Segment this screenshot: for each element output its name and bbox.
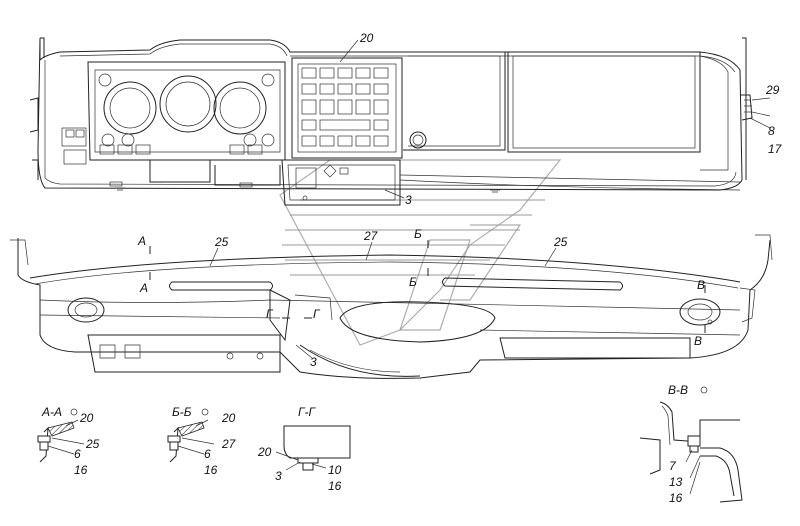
part-label: 16: [74, 463, 88, 477]
view-circle-icon: [700, 386, 708, 394]
callout-label: 3: [405, 193, 412, 207]
section-mark-b-top: Б: [414, 227, 422, 241]
callout-3-top: 3: [384, 189, 412, 207]
part-label: 20: [257, 445, 272, 459]
callout-label: 27: [363, 229, 379, 243]
part-label: 10: [328, 463, 342, 477]
detail-section-bb: Б-Б 20 27 6 16: [167, 405, 237, 477]
detail-section-aa: А-А 20 25 6 16: [37, 405, 100, 477]
section-mark-b-bottom: Б: [409, 275, 417, 289]
callout-label: 20: [359, 31, 374, 45]
part-label: 16: [328, 479, 342, 493]
watermark-logo: [279, 159, 562, 346]
section-mark-a-bottom: А: [139, 281, 148, 295]
section-mark-a-top: А: [137, 234, 146, 248]
view-circle-icon: [70, 408, 78, 416]
part-label: 20: [221, 411, 236, 425]
callout-25-left: 25: [209, 235, 229, 267]
detail-title: А-А: [41, 405, 62, 419]
dashboard-front-view: [29, 37, 771, 206]
part-label: 16: [204, 463, 218, 477]
callout-3-mid: 3: [295, 344, 317, 369]
part-label: 6: [74, 447, 81, 461]
callout-27: 27: [363, 229, 379, 261]
part-label: 20: [79, 411, 94, 425]
detail-title: Г-Г: [298, 405, 317, 419]
part-label: 13: [669, 475, 683, 489]
detail-title: В-В: [668, 383, 688, 397]
callout-label: 25: [214, 235, 229, 249]
callout-25-right: 25: [544, 235, 568, 267]
part-label: 16: [669, 491, 683, 505]
callout-label: 3: [310, 355, 317, 369]
callout-label: 29: [765, 83, 780, 97]
callout-label: 25: [553, 235, 568, 249]
part-label: 6: [204, 447, 211, 461]
dashboard-top-view: [10, 234, 773, 379]
section-mark-g-right: Г: [313, 307, 321, 321]
section-mark-v-top: В: [697, 278, 705, 292]
detail-section-vv: В-В 7 13 16: [639, 383, 743, 505]
detail-section-gg: Г-Г 20 10 3 16: [257, 405, 351, 493]
detail-title: Б-Б: [172, 405, 192, 419]
section-mark-g-left: Г: [266, 307, 274, 321]
callout-label: 8: [768, 124, 775, 138]
part-label: 27: [221, 437, 237, 451]
callout-17-right: 17: [768, 142, 783, 156]
callout-29-right: 29: [765, 83, 780, 97]
callout-8-right: 8: [768, 124, 775, 138]
part-label: 25: [85, 437, 100, 451]
part-label: 7: [669, 459, 677, 473]
view-circle-icon: [201, 408, 209, 416]
part-label: 3: [275, 469, 282, 483]
section-mark-v-bottom: В: [694, 334, 702, 348]
callout-20-top: 20: [339, 31, 374, 63]
callout-label: 17: [768, 142, 783, 156]
